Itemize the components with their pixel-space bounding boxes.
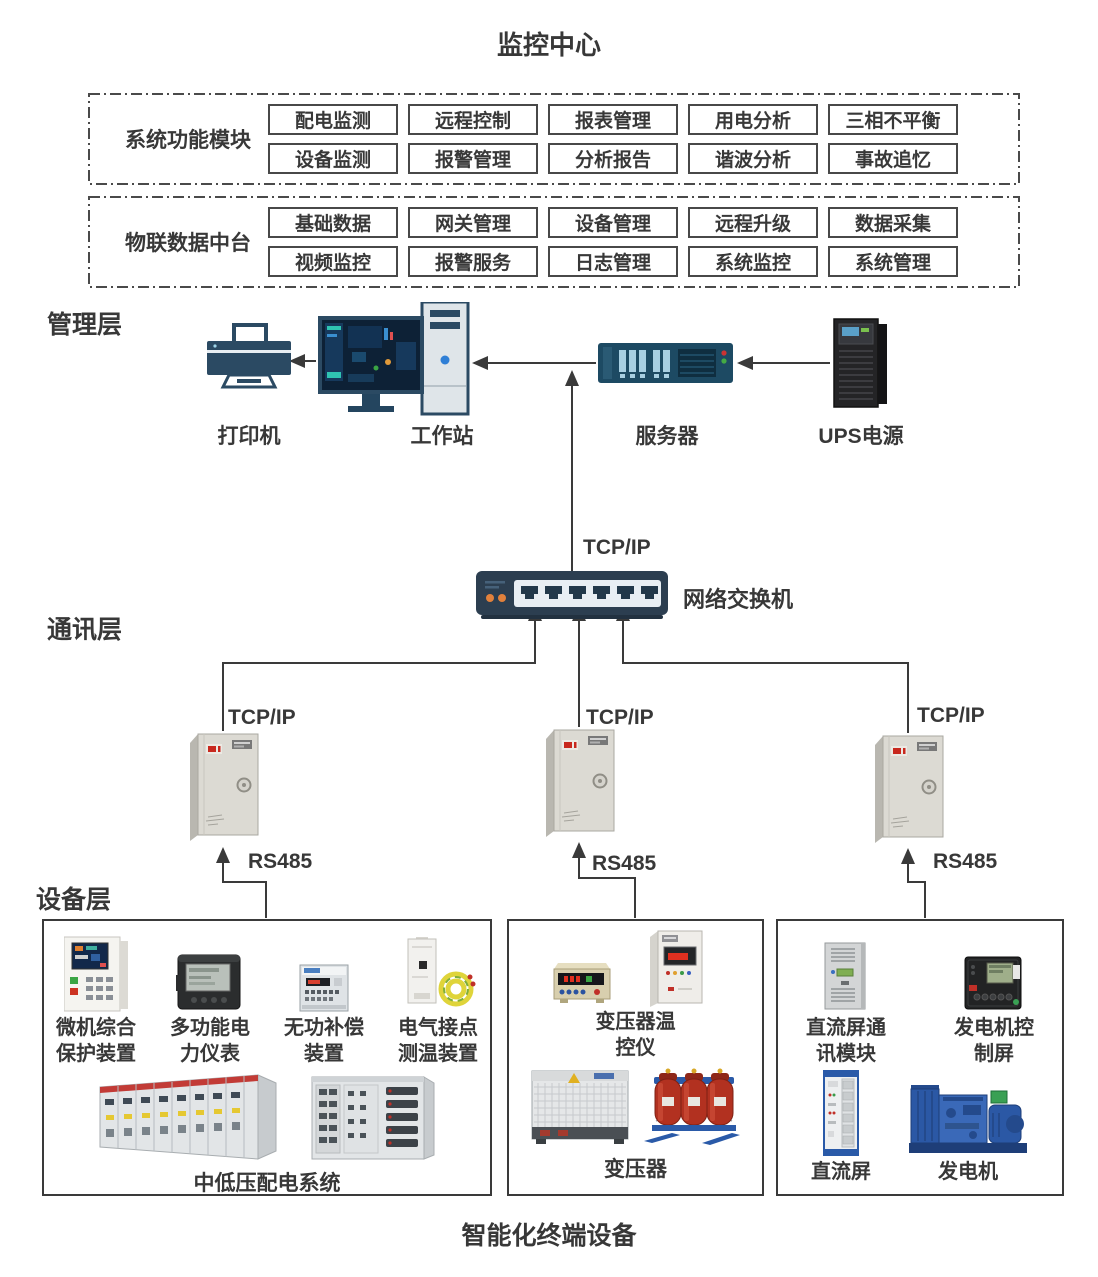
module-group-title: 物联数据中台 [125,232,251,255]
device-items-row: 直流屏通 讯模块 [778,921,1062,1067]
comm-cabinet-right-icon [875,735,944,843]
device-group-switchgear: 微机综合 保护装置 多功能电 力仪表 [42,919,492,1196]
iot-data-platform-box: 物联数据中台 基础数据 网关管理 设备管理 远程升级 数据采集 视频监控 报警服… [88,196,1020,288]
group-bottom-label: 变压器 [604,1158,667,1181]
group-bottom-label: 中低压配电系统 [193,1172,341,1195]
system-function-modules-box: 系统功能模块 配电监测 远程控制 报表管理 用电分析 三相不平衡 设备监测 报警… [88,93,1020,185]
server-icon [598,343,733,383]
module-button: 分析报告 [548,143,678,174]
tcpip-label-middle: TCP/IP [586,706,654,729]
device-item-label: 变压器温 控仪 [595,1011,676,1059]
module-button: 日志管理 [548,246,678,277]
module-button: 远程控制 [408,104,538,135]
bottom-title: 智能化终端设备 [461,1222,637,1250]
transformer-enclosed-icon [531,1070,628,1144]
relay-protector-icon [64,936,128,1012]
transformer-dry-type-icon [643,1068,740,1145]
module-button: 视频监控 [268,246,398,277]
module-button: 报警服务 [408,246,538,277]
reactive-compensation-icon [299,964,349,1012]
module-button: 事故追忆 [828,143,958,174]
dash-dot-frame [88,93,1020,185]
dc-panel-icon [823,1070,859,1156]
rs485-label-left: RS485 [248,850,313,873]
device-item: 发电机控 制屏 [954,929,1034,1067]
network-switch-icon [476,571,668,619]
tcpip-label-left: TCP/IP [228,706,296,729]
device-group-dc-generator: 直流屏通 讯模块 [776,919,1064,1196]
module-button: 设备监测 [268,143,398,174]
module-button: 谐波分析 [688,143,818,174]
network-switch-label: 网络交换机 [683,587,794,612]
device-item-label: 直流屏通 讯模块 [806,1017,886,1065]
switchgear-images-row [44,1069,490,1163]
module-button: 报警管理 [408,143,538,174]
switchgear-row-a-icon [99,1074,277,1160]
device-item: 电气接点 测温装置 [398,929,478,1067]
device-item-label: 微机综合 保护装置 [56,1017,136,1065]
rs485-label-right: RS485 [933,850,998,873]
module-button: 用电分析 [688,104,818,135]
rs485-label-middle: RS485 [592,852,657,875]
server-label: 服务器 [635,425,699,448]
temp-controller-vertical-icon [649,930,702,1007]
dash-dot-frame [88,196,1020,288]
module-button: 三相不平衡 [828,104,958,135]
ups-label: UPS电源 [818,425,904,448]
device-item: 微机综合 保护装置 [56,929,136,1067]
dc-comm-module-icon [824,942,866,1010]
module-button: 基础数据 [268,207,398,238]
device-item-label: 多功能电 力仪表 [170,1017,250,1065]
module-button: 数据采集 [828,207,958,238]
power-meter-icon [176,954,241,1010]
transformer-images-row [509,1063,762,1149]
printer-label: 打印机 [217,425,281,448]
printer-icon [207,323,291,389]
device-item-label: 无功补偿 装置 [284,1017,364,1065]
device-item-label: 发电机控 制屏 [954,1017,1034,1065]
device-item-label: 直流屏 [811,1161,871,1183]
module-button: 系统管理 [828,246,958,277]
tcpip-label-server: TCP/IP [583,536,651,559]
management-layer-label: 管理层 [47,311,123,339]
module-button-grid: 配电监测 远程控制 报表管理 用电分析 三相不平衡 设备监测 报警管理 分析报告… [268,104,958,174]
temp-controller-horizontal-icon [553,963,610,1003]
device-layer-label: 设备层 [36,886,112,914]
device-item: 多功能电 力仪表 [170,929,250,1067]
contact-temperature-sensor-icon [407,937,476,1007]
workstation-label: 工作站 [410,425,474,448]
module-button: 设备管理 [548,207,678,238]
device-item: 直流屏 [811,1069,871,1185]
dc-generator-images-row: 直流屏 [778,1069,1062,1185]
workstation-icon [318,302,470,416]
tcpip-label-right: TCP/IP [917,704,985,727]
generator-icon [909,1085,1027,1153]
module-button: 配电监测 [268,104,398,135]
device-items-row: 微机综合 保护装置 多功能电 力仪表 [44,921,490,1067]
module-group-title: 系统功能模块 [125,129,251,152]
device-item: 直流屏通 讯模块 [806,929,886,1067]
device-item-label: 电气接点 测温装置 [398,1017,478,1065]
switchgear-row-b-icon [311,1076,435,1160]
device-items-row [509,929,762,1007]
device-item: 无功补偿 装置 [284,929,364,1067]
communication-layer-label: 通讯层 [47,616,123,644]
comm-cabinet-left-icon [190,733,259,841]
module-button: 报表管理 [548,104,678,135]
device-item: 发电机 [907,1077,1029,1185]
page-title: 监控中心 [496,30,601,60]
comm-cabinet-middle-icon [546,729,615,837]
module-button: 远程升级 [688,207,818,238]
device-group-transformer: 变压器温 控仪 [507,919,764,1196]
module-button: 系统监控 [688,246,818,277]
device-item-label: 发电机 [938,1161,998,1183]
generator-controller-icon [964,956,1022,1010]
module-button-grid: 基础数据 网关管理 设备管理 远程升级 数据采集 视频监控 报警服务 日志管理 … [268,207,958,277]
ups-icon [833,318,887,408]
module-button: 网关管理 [408,207,538,238]
